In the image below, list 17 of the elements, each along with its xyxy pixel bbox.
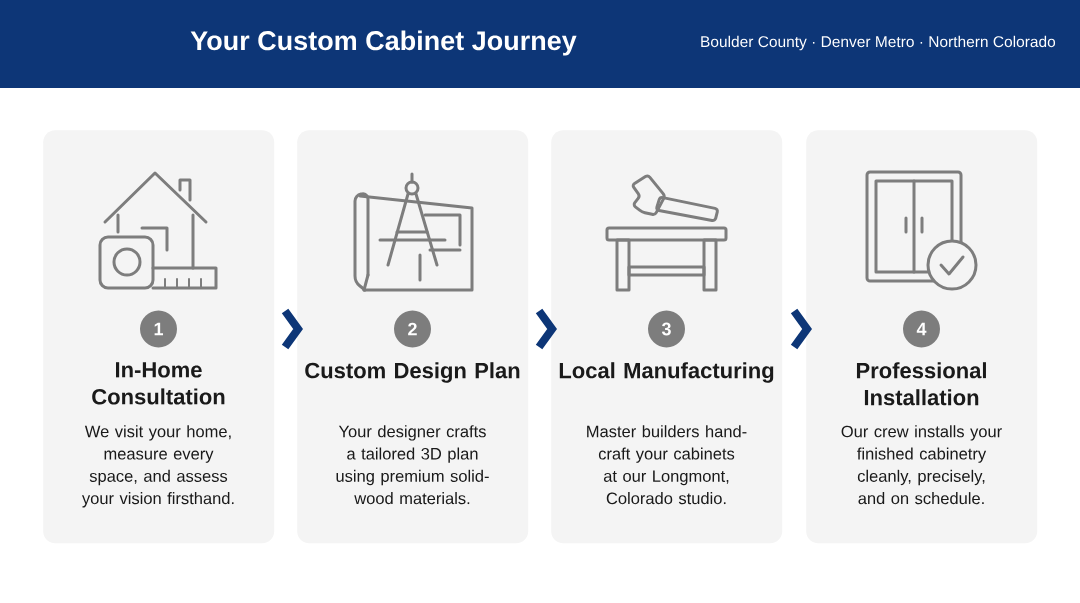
step-description: Your designer crafts a tailored 3D plan using premium solid-wood materials. (336, 425, 489, 505)
step-description: We visit your home, measure every space, and assess your vision firsthand. (81, 425, 234, 508)
step-description: Master builders hand-craft your cabinets at our Longmont, Colorado studio. (587, 425, 747, 505)
step-heading: Custom Design Plan (305, 362, 520, 383)
step-number: 3 (648, 310, 685, 348)
region-text: Boulder County · Denver Metro · Northern Colorado (701, 35, 1056, 51)
chevron-arrow (281, 308, 303, 350)
step-heading: Professional Installation (856, 362, 986, 406)
chevron-arrow (790, 308, 812, 350)
step-description: Our crew installs your finished cabinetry cleanly, precisely, and on schedule. (841, 425, 1002, 505)
title: Your Custom Cabinet Journey (190, 30, 577, 56)
step-number: 1 (140, 310, 177, 348)
step-number: 2 (394, 310, 431, 348)
step-heading: In-Home Consultation (92, 362, 225, 405)
step-heading: Local Manufacturing (559, 362, 774, 383)
chevron-arrow (535, 308, 557, 350)
step-number: 4 (903, 310, 940, 348)
